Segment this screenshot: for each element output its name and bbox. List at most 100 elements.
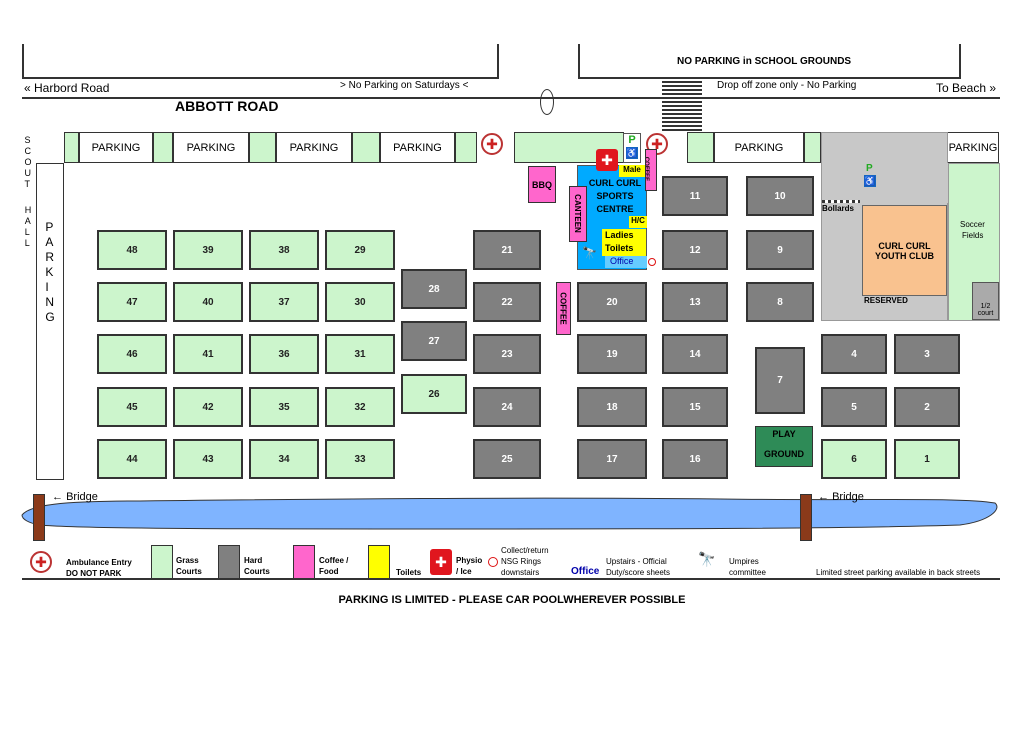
court-33: 33: [325, 439, 395, 479]
office-box: Office: [605, 256, 647, 268]
court-38: 38: [249, 230, 319, 270]
court-29: 29: [325, 230, 395, 270]
half-court-label-1: 1/2: [980, 303, 991, 310]
parking-sign-small: P: [866, 163, 873, 174]
parking-strip-grass: [352, 132, 380, 163]
court-45: 45: [97, 387, 167, 427]
parking-sign-p: P: [628, 134, 636, 146]
court-23: 23: [473, 334, 541, 374]
legend-coffee: Coffee /Food: [319, 556, 349, 576]
court-16: 16: [662, 439, 728, 479]
centre-line-3: CENTRE: [596, 204, 634, 214]
court-27: 27: [401, 321, 467, 361]
court-15: 15: [662, 387, 728, 427]
court-13: 13: [662, 282, 728, 322]
playground-label-2: GROUND: [764, 449, 804, 459]
no-parking-saturdays-label: > No Parking on Saturdays <: [340, 80, 469, 91]
roundabout: [540, 89, 554, 115]
court-42: 42: [173, 387, 243, 427]
legend-toilets-swatch: [368, 545, 390, 579]
umpires-icon: 🔭: [582, 246, 597, 260]
court-14: 14: [662, 334, 728, 374]
parking-bay-1: PARKING: [79, 132, 153, 163]
court-9: 9: [746, 230, 814, 270]
ambulance-icon: ✚: [30, 551, 52, 573]
court-35: 35: [249, 387, 319, 427]
coffee-stand-court: COFFEE: [556, 282, 571, 335]
court-32: 32: [325, 387, 395, 427]
legend-physio: Physio/ Ice: [456, 556, 483, 576]
parking-bay-5: PARKING: [714, 132, 804, 163]
court-8: 8: [746, 282, 814, 322]
bridge-right-label: ← Bridge: [818, 491, 864, 503]
parking-strip-grass: [687, 132, 714, 163]
first-aid-icon: ✚: [596, 149, 618, 171]
bollards-label: Bollards: [822, 204, 855, 213]
bridge-left-label: ← Bridge: [52, 491, 98, 503]
court-18: 18: [577, 387, 647, 427]
court-7: 7: [755, 347, 805, 414]
creek: [21, 497, 998, 530]
court-17: 17: [577, 439, 647, 479]
bridge-left: [33, 494, 45, 541]
first-aid-icon: ✚: [430, 549, 452, 575]
court-26: 26: [401, 374, 467, 414]
bbq-stand: BBQ: [528, 166, 556, 203]
parking-bay-7: PARKING: [947, 132, 999, 163]
court-25: 25: [473, 439, 541, 479]
drop-off-label: Drop off zone only - No Parking: [717, 80, 857, 91]
court-48: 48: [97, 230, 167, 270]
legend-coffee-swatch: [293, 545, 315, 579]
parking-bay-2: PARKING: [173, 132, 249, 163]
legend-divider: [22, 578, 1000, 580]
court-3: 3: [894, 334, 960, 374]
playground-label-1: PLAY: [772, 429, 796, 439]
ladies-label: Ladies: [605, 230, 634, 240]
legend-limited: Limited street parking available in back…: [816, 568, 981, 577]
ambulance-icon: ✚: [481, 133, 503, 155]
no-parking-school-label: NO PARKING in SCHOOL GROUNDS: [677, 56, 852, 67]
court-44: 44: [97, 439, 167, 479]
court-34: 34: [249, 439, 319, 479]
abbott-road-label: ABBOTT ROAD: [175, 98, 279, 114]
parking-strip-grass: [64, 132, 79, 163]
to-beach-label: To Beach »: [936, 81, 997, 95]
coffee-stand-top: COFFEE: [645, 149, 657, 191]
left-parking-lane: [36, 163, 64, 480]
half-court-label-2: court: [977, 310, 994, 317]
bridge-right: [800, 494, 812, 541]
court-28: 28: [401, 269, 467, 309]
wheelchair-icon: ♿: [626, 147, 638, 159]
wheelchair-icon: ♿: [864, 175, 876, 187]
youth-club-building: CURL CURL YOUTH CLUB: [862, 205, 947, 296]
road-left-boundary: [22, 44, 499, 79]
bollards-line: [822, 200, 862, 203]
centre-line-2: SPORTS: [596, 191, 634, 201]
ring-icon: [488, 557, 498, 567]
centre-line-1: CURL CURL: [588, 178, 642, 188]
court-22: 22: [473, 282, 541, 322]
parking-strip-grass: [455, 132, 477, 163]
legend-toilets: Toilets: [396, 568, 422, 577]
court-47: 47: [97, 282, 167, 322]
half-court: 1/2 court: [972, 282, 999, 320]
court-11: 11: [662, 176, 728, 216]
court-31: 31: [325, 334, 395, 374]
footer-note: PARKING IS LIMITED - PLEASE CAR POOLWHER…: [338, 594, 686, 606]
reserved-label: RESERVED: [864, 296, 908, 305]
legend-office: Office: [571, 566, 600, 577]
youth-club-label-2: YOUTH CLUB: [875, 250, 934, 261]
ring-icon: [648, 258, 656, 266]
court-40: 40: [173, 282, 243, 322]
pedestrian-crossing: [662, 80, 702, 131]
harbord-road-label: « Harbord Road: [24, 81, 110, 95]
ladies-toilets-label: Toilets: [605, 243, 634, 253]
court-6: 6: [821, 439, 887, 479]
court-10: 10: [746, 176, 814, 216]
